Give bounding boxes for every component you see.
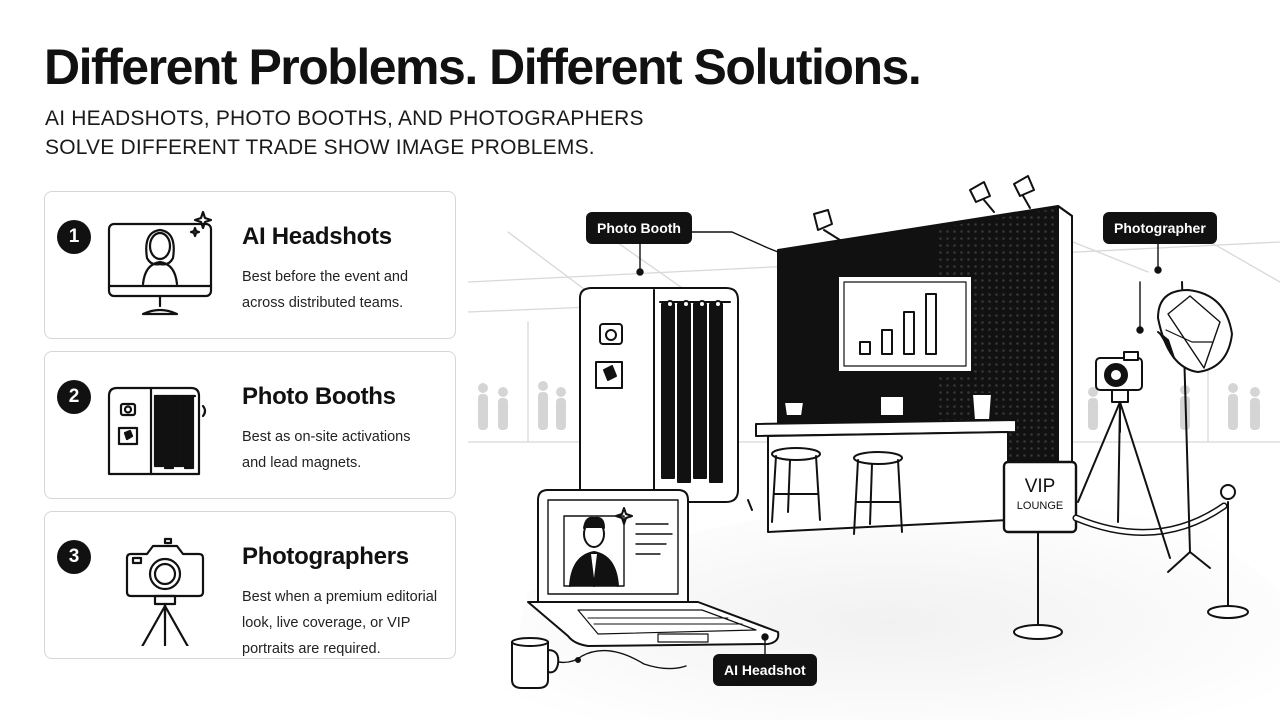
- page-subtitle: AI HEADSHOTS, PHOTO BOOTHS, AND PHOTOGRA…: [45, 104, 644, 162]
- card-description: Best as on-site activations and lead mag…: [242, 429, 411, 471]
- label-connectors: [636, 231, 1162, 655]
- card-number-badge: 2: [57, 380, 91, 414]
- photographer-gear: [1077, 281, 1233, 573]
- vip-lounge-sign: [1002, 460, 1249, 640]
- photo-booth-illustration: [579, 287, 753, 511]
- vip-sign-text: VIP LOUNGE: [1016, 476, 1064, 512]
- label-ai-headshot: AI Headshot: [713, 654, 817, 686]
- camera-tripod-icon: [125, 537, 205, 646]
- photo-booth-icon: [107, 386, 207, 476]
- booth-counter: [755, 377, 1017, 533]
- card-ai-headshots: 1 AI Headshots Best before the event and…: [44, 191, 456, 339]
- card-number-badge: 3: [57, 540, 91, 574]
- trade-show-scene: [468, 175, 1280, 720]
- label-photo-booth: Photo Booth: [586, 212, 692, 244]
- card-title: AI Headshots: [242, 223, 392, 250]
- bar-stools: [771, 447, 903, 535]
- subtitle-line-2: SOLVE DIFFERENT TRADE SHOW IMAGE PROBLEM…: [45, 136, 595, 159]
- laptop-illustration: [527, 489, 780, 647]
- monitor-portrait-icon: [107, 210, 213, 316]
- card-title: Photographers: [242, 543, 409, 570]
- card-number-badge: 1: [57, 220, 91, 254]
- card-photo-booths: 2 Photo Booths Best as on-site activatio…: [44, 351, 456, 499]
- card-title: Photo Booths: [242, 383, 396, 410]
- card-description: Best before the event and across distrib…: [242, 269, 409, 311]
- card-photographers: 3 Photographers Best when a premium edit…: [44, 511, 456, 659]
- subtitle-line-1: AI HEADSHOTS, PHOTO BOOTHS, AND PHOTOGRA…: [45, 107, 644, 130]
- card-description: Best when a premium editorial look, live…: [242, 589, 438, 657]
- crowd-silhouettes: [478, 381, 1260, 430]
- page-title: Different Problems. Different Solutions.: [44, 39, 922, 95]
- label-photographer: Photographer: [1103, 212, 1217, 244]
- coffee-mug: [511, 637, 687, 689]
- booth-spotlights: [813, 175, 1035, 241]
